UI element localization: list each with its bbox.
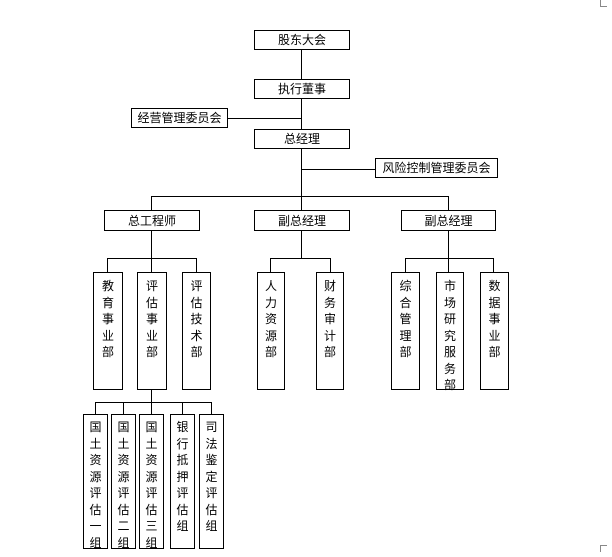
data-dept-label: 数据事业部 <box>488 279 501 359</box>
finance-audit-dept-label: 财务审计部 <box>323 279 336 359</box>
general-management-dept-box: 综合管理部 <box>391 272 420 390</box>
valuation-tech-dept-box: 评估技术部 <box>182 272 211 390</box>
risk-control-committee-box: 风险控制管理委员会 <box>375 158 498 178</box>
hr-dept-box: 人力资源部 <box>257 272 285 390</box>
bank-mortgage-group-label: 银行抵押评估组 <box>176 420 189 533</box>
general-manager-box: 总经理 <box>254 129 350 149</box>
corner-mark-top-right <box>600 0 607 7</box>
corner-mark-bottom-right <box>600 545 607 552</box>
valuation-dept-label: 评估事业部 <box>145 279 158 359</box>
bank-mortgage-group-box: 银行抵押评估组 <box>170 414 195 549</box>
chief-engineer-box: 总工程师 <box>104 210 200 231</box>
shareholders-meeting-box: 股东大会 <box>254 30 350 50</box>
land-resources-group-3-box: 国土资源评估三组 <box>139 414 164 550</box>
general-management-dept-label: 综合管理部 <box>399 279 412 359</box>
market-research-dept-label: 市场研究服务部 <box>443 279 456 392</box>
deputy-gm-box-1: 副总经理 <box>254 210 350 231</box>
valuation-dept-box: 评估事业部 <box>137 272 167 390</box>
land-resources-group-2-box: 国土资源评估二组 <box>111 414 136 550</box>
deputy-gm-box-2: 副总经理 <box>401 210 496 231</box>
management-committee-box: 经营管理委员会 <box>131 108 228 128</box>
finance-audit-dept-box: 财务审计部 <box>316 272 344 390</box>
education-dept-box: 教育事业部 <box>93 272 123 390</box>
land-resources-group-1-label: 国土资源评估一组 <box>89 420 102 550</box>
market-research-dept-box: 市场研究服务部 <box>436 272 464 392</box>
education-dept-label: 教育事业部 <box>101 279 114 359</box>
judicial-appraisal-group-label: 司法鉴定评估组 <box>205 420 218 533</box>
executive-director-box: 执行董事 <box>254 79 350 99</box>
land-resources-group-2-label: 国土资源评估二组 <box>117 420 130 550</box>
land-resources-group-3-label: 国土资源评估三组 <box>145 420 158 550</box>
hr-dept-label: 人力资源部 <box>264 279 277 359</box>
data-dept-box: 数据事业部 <box>480 272 509 390</box>
valuation-tech-dept-label: 评估技术部 <box>190 279 203 359</box>
judicial-appraisal-group-box: 司法鉴定评估组 <box>199 414 224 549</box>
land-resources-group-1-box: 国土资源评估一组 <box>83 414 108 550</box>
